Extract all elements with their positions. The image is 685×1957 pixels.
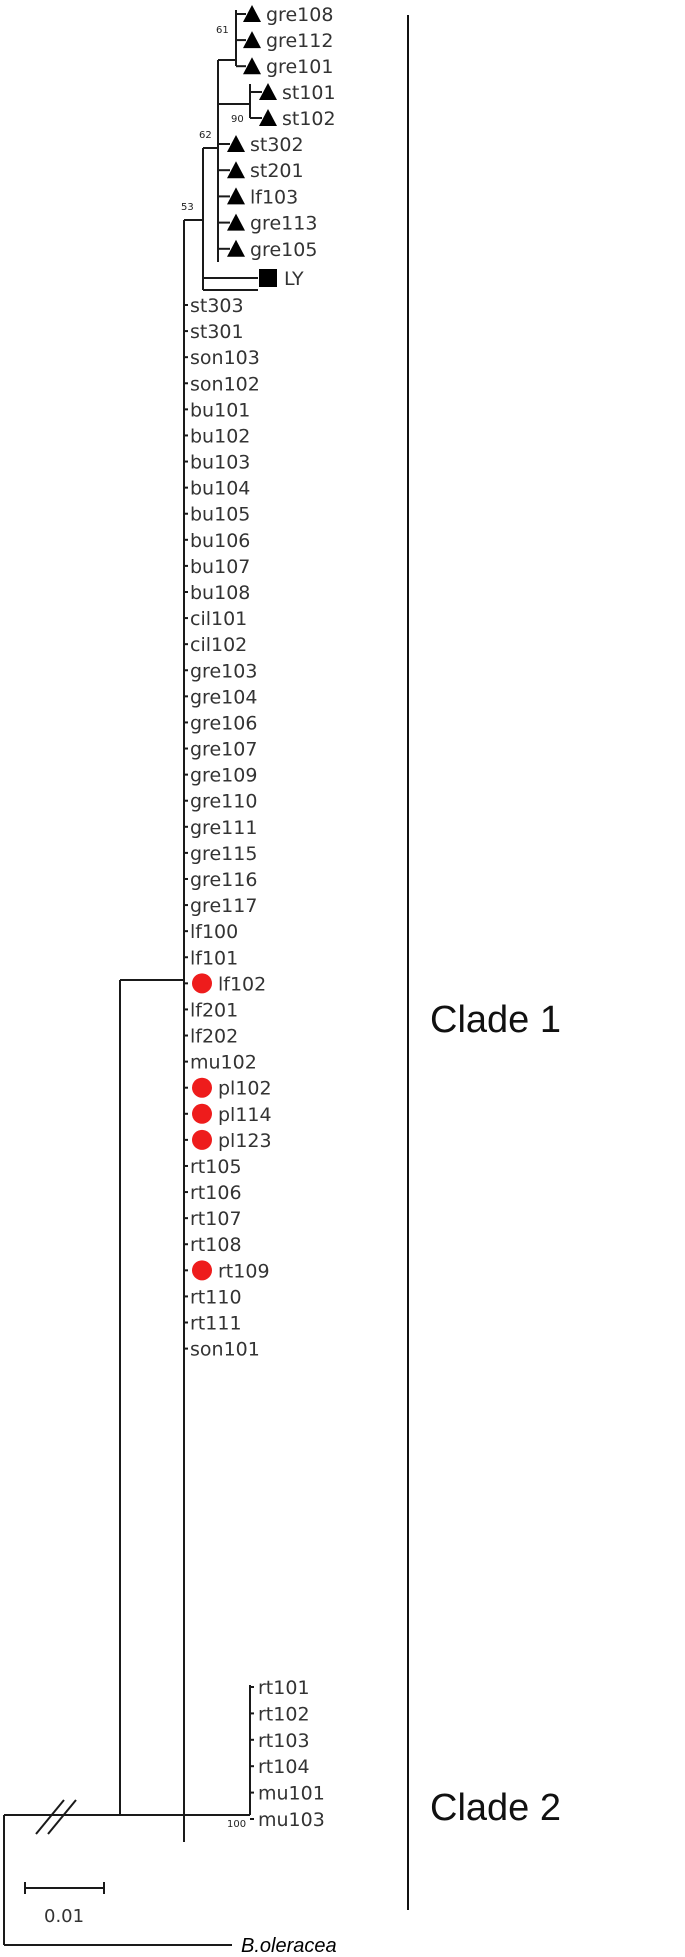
taxon-label: gre106: [190, 712, 257, 734]
taxon-label: pl114: [218, 1104, 272, 1126]
taxon-label: lf103: [250, 186, 298, 208]
taxon-label: gre111: [190, 817, 257, 839]
taxon-label: pl123: [218, 1130, 272, 1152]
triangle-marker-icon: [227, 213, 245, 231]
triangle-marker-icon: [227, 161, 245, 179]
triangle-marker-icon: [227, 135, 245, 152]
taxon-label: bu101: [190, 399, 250, 421]
taxon-label: gre108: [266, 4, 333, 26]
taxon-label: lf102: [218, 973, 266, 995]
taxon-label: gre115: [190, 843, 257, 865]
taxon-label: st302: [250, 134, 304, 156]
taxon-label: lf101: [190, 947, 238, 969]
bootstrap-61: 61: [216, 25, 229, 36]
triangle-marker-icon: [243, 31, 261, 49]
taxon-label: rt106: [190, 1182, 242, 1204]
taxon-label: rt109: [218, 1260, 270, 1282]
taxon-label: cil101: [190, 608, 247, 630]
taxon-label: rt110: [190, 1286, 242, 1308]
taxon-label: bu105: [190, 504, 250, 526]
taxon-label: gre107: [190, 739, 257, 761]
taxon-label: gre109: [190, 765, 257, 787]
branch-break-mark-1: [35, 1799, 65, 1835]
outgroup-label: B.oleracea: [241, 1935, 337, 1957]
taxon-label: mu103: [258, 1809, 325, 1831]
scale-bar: 0.01: [24, 1882, 105, 1927]
taxon-label: gre104: [190, 686, 257, 708]
branch-break-mark-2: [47, 1799, 77, 1835]
taxon-label: LY: [284, 268, 304, 290]
triangle-marker-icon: [243, 5, 261, 22]
square-marker-icon: [259, 269, 277, 287]
red-circle-marker-icon: [192, 1260, 212, 1281]
taxa-layer: gre108 gre112 gre101 st101 st102 st302 st201 lf…: [190, 4, 336, 1831]
taxon-label: gre117: [190, 895, 257, 917]
taxon-label: st303: [190, 295, 244, 317]
tree-branches: [3, 10, 262, 1946]
taxon-label: bu106: [190, 530, 250, 552]
taxon-label: lf202: [190, 1026, 238, 1048]
taxon-label: gre116: [190, 869, 257, 891]
bootstrap-100: 100: [227, 1819, 246, 1830]
taxon-label: bu108: [190, 582, 250, 604]
red-circle-marker-icon: [192, 1103, 212, 1124]
taxon-label: rt111: [190, 1313, 242, 1335]
taxon-label: gre112: [266, 30, 333, 52]
taxon-label: bu104: [190, 478, 250, 500]
taxon-label: rt103: [258, 1730, 310, 1752]
triangle-marker-icon: [243, 57, 261, 75]
taxon-label: cil102: [190, 634, 247, 656]
taxon-label: bu103: [190, 452, 250, 474]
taxon-label: son102: [190, 373, 260, 395]
scale-bar-label: 0.01: [44, 1906, 84, 1927]
red-circle-marker-icon: [192, 1077, 212, 1098]
red-circle-marker-icon: [192, 1129, 212, 1150]
clade1-label: Clade 1: [430, 999, 561, 1041]
taxon-label: gre103: [190, 660, 257, 682]
taxon-label: gre101: [266, 56, 333, 78]
taxon-label: st101: [282, 82, 336, 104]
taxon-label: rt107: [190, 1208, 242, 1230]
taxon-label: lf100: [190, 921, 238, 943]
taxon-label: rt104: [258, 1756, 310, 1778]
taxon-label: st301: [190, 321, 244, 343]
red-circle-marker-icon: [192, 973, 212, 994]
taxon-label: rt105: [190, 1156, 242, 1178]
taxon-label: lf201: [190, 999, 238, 1021]
taxon-label: rt108: [190, 1234, 242, 1256]
taxon-label: gre105: [250, 239, 317, 261]
taxon-label: bu107: [190, 556, 250, 578]
taxon-label: son101: [190, 1339, 260, 1361]
taxon-label: bu102: [190, 425, 250, 447]
taxon-label: gre110: [190, 791, 257, 813]
taxon-label: mu101: [258, 1783, 325, 1805]
taxon-label: st102: [282, 108, 336, 130]
taxon-label: son103: [190, 347, 260, 369]
taxon-label: rt101: [258, 1677, 310, 1699]
bootstrap-90: 90: [231, 114, 244, 125]
taxon-label: rt102: [258, 1703, 310, 1725]
taxon-label: mu102: [190, 1052, 257, 1074]
triangle-marker-icon: [227, 187, 245, 205]
triangle-marker-icon: [227, 239, 245, 257]
taxon-label: gre113: [250, 213, 317, 235]
taxon-label: pl102: [218, 1078, 272, 1100]
triangle-marker-icon: [259, 83, 277, 100]
bootstrap-53: 53: [181, 202, 194, 213]
clade2-label: Clade 2: [430, 1787, 561, 1829]
bootstrap-62: 62: [199, 130, 212, 141]
taxon-label: st201: [250, 160, 304, 182]
triangle-marker-icon: [259, 109, 277, 126]
